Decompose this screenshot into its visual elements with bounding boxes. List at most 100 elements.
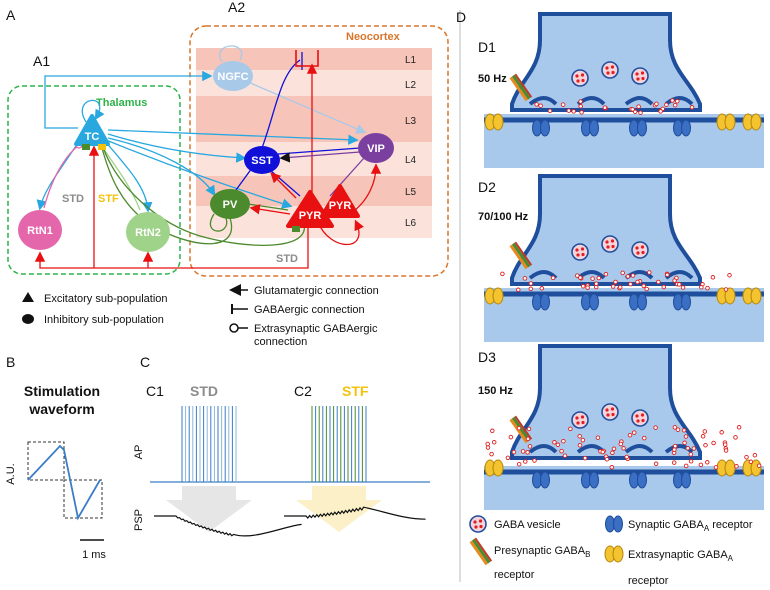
gaba-molecule bbox=[600, 449, 606, 455]
gaba-molecule bbox=[580, 437, 586, 443]
gaba-molecule bbox=[603, 271, 609, 277]
gaba-molecule bbox=[703, 442, 708, 448]
gaba-molecule bbox=[508, 434, 514, 440]
gaba-molecule bbox=[653, 461, 659, 467]
gaba-molecule bbox=[538, 103, 543, 108]
legend-presynaptic-1: Presynaptic GABAB bbox=[494, 545, 590, 559]
legend-extrasynaptic-receptor-1: Extrasynaptic GABAA bbox=[628, 549, 734, 563]
neocortex-title: Neocortex bbox=[346, 31, 401, 43]
panel-c-ap-label: AP bbox=[133, 445, 145, 460]
gaba-molecule bbox=[683, 434, 689, 439]
gaba-molecule bbox=[582, 455, 588, 461]
gaba-molecule bbox=[744, 454, 749, 460]
d3-frequency: 150 Hz bbox=[478, 385, 513, 397]
gaba-molecule bbox=[733, 435, 738, 440]
gaba-molecule bbox=[579, 110, 584, 115]
gaba-molecule bbox=[713, 465, 719, 470]
legend-glutamatergic: Glutamatergic connection bbox=[254, 285, 379, 297]
panel-c2-title: STF bbox=[342, 383, 369, 399]
c1-down-arrow bbox=[166, 486, 252, 532]
gaba-molecule bbox=[636, 104, 641, 109]
gaba-molecule bbox=[661, 284, 667, 290]
gaba-molecule bbox=[630, 273, 636, 278]
gaba-molecule bbox=[700, 434, 706, 439]
gaba-molecule bbox=[571, 109, 576, 114]
panel-c-psp-label: PSP bbox=[133, 509, 145, 531]
node-pyr: PYR bbox=[286, 190, 334, 228]
gaba-molecule bbox=[722, 442, 728, 447]
thalamus-title: Thalamus bbox=[96, 97, 147, 109]
gaba-molecule bbox=[756, 463, 762, 468]
gaba-molecule bbox=[683, 463, 689, 469]
gaba-molecule bbox=[490, 428, 495, 434]
node-pv: PV bbox=[210, 189, 250, 219]
gaba-molecule bbox=[627, 432, 633, 438]
gaba-molecule bbox=[672, 102, 678, 108]
gaba-molecule bbox=[734, 464, 739, 469]
vesicle-legend-icon bbox=[469, 515, 487, 533]
gaba-molecule bbox=[631, 430, 637, 435]
svg-text:PV: PV bbox=[223, 199, 238, 211]
gaba-molecule bbox=[613, 279, 618, 285]
gaba-molecule bbox=[638, 110, 643, 115]
svg-text:PYR: PYR bbox=[329, 200, 352, 212]
panel-c1-title: STD bbox=[190, 383, 218, 399]
legend-gabaergic: GABAergic connection bbox=[254, 304, 365, 316]
legend-extrasynaptic-receptor-2: receptor bbox=[628, 575, 669, 587]
gaba-molecule bbox=[682, 440, 687, 446]
node-tc: TC bbox=[74, 114, 110, 146]
gaba-molecule bbox=[590, 276, 595, 281]
gaba-molecule bbox=[672, 443, 678, 449]
gaba-molecule bbox=[699, 284, 704, 290]
panel-b-title-2: waveform bbox=[28, 401, 94, 417]
gaba-molecule bbox=[698, 462, 704, 468]
gaba-molecule bbox=[685, 445, 691, 451]
gaba-molecule bbox=[611, 446, 617, 452]
inhibitory-legend-icon bbox=[22, 314, 34, 324]
gabaergic-legend-icon bbox=[231, 304, 248, 314]
gaba-molecule bbox=[723, 287, 729, 292]
gaba-molecule bbox=[580, 283, 586, 289]
gaba-molecules bbox=[485, 98, 762, 470]
gaba-molecule bbox=[528, 281, 534, 286]
node-rtn2: RtN2 bbox=[126, 212, 170, 252]
panel-d-label: D bbox=[456, 9, 466, 25]
gaba-molecule bbox=[520, 449, 526, 454]
thalamus-stf-label: STF bbox=[98, 193, 119, 205]
gaba-molecule bbox=[539, 286, 545, 291]
gaba-molecule bbox=[621, 446, 626, 451]
layer-l5: L5 bbox=[405, 187, 417, 198]
gaba-molecule bbox=[609, 465, 615, 470]
gaba-molecule bbox=[585, 285, 590, 290]
gaba-molecule bbox=[578, 104, 583, 109]
gaba-molecule bbox=[719, 430, 724, 435]
gaba-molecule bbox=[677, 282, 682, 287]
gaba-molecule bbox=[594, 281, 599, 286]
gaba-molecule bbox=[665, 272, 670, 278]
d1-frequency: 50 Hz bbox=[478, 73, 507, 85]
gaba-molecule bbox=[688, 459, 694, 464]
gaba-molecule bbox=[618, 441, 624, 447]
gaba-molecule bbox=[689, 105, 695, 110]
gaba-molecule bbox=[691, 446, 697, 451]
excitatory-legend-icon bbox=[22, 292, 34, 302]
c2-down-arrow bbox=[296, 486, 382, 532]
gaba-molecule bbox=[550, 275, 556, 281]
pyr-std-synapse bbox=[292, 226, 300, 232]
gaba-molecule bbox=[532, 458, 537, 463]
gaba-molecule bbox=[562, 453, 568, 458]
legend-extrasynaptic-2: connection bbox=[254, 336, 307, 348]
gaba-molecule bbox=[525, 450, 530, 455]
gaba-molecule bbox=[654, 101, 659, 107]
svg-text:RtN1: RtN1 bbox=[27, 225, 53, 237]
gaba-molecule bbox=[522, 276, 528, 281]
gaba-molecule bbox=[602, 105, 608, 110]
gaba-molecule bbox=[523, 459, 528, 464]
legend-excitatory: Excitatory sub-population bbox=[44, 293, 168, 305]
gaba-molecule bbox=[526, 426, 532, 432]
gaba-molecule bbox=[705, 460, 710, 465]
gaba-molecule bbox=[672, 425, 678, 430]
gaba-molecule bbox=[664, 102, 669, 107]
node-rtn1: RtN1 bbox=[18, 210, 62, 250]
panel-c1-label: C1 bbox=[146, 383, 164, 399]
